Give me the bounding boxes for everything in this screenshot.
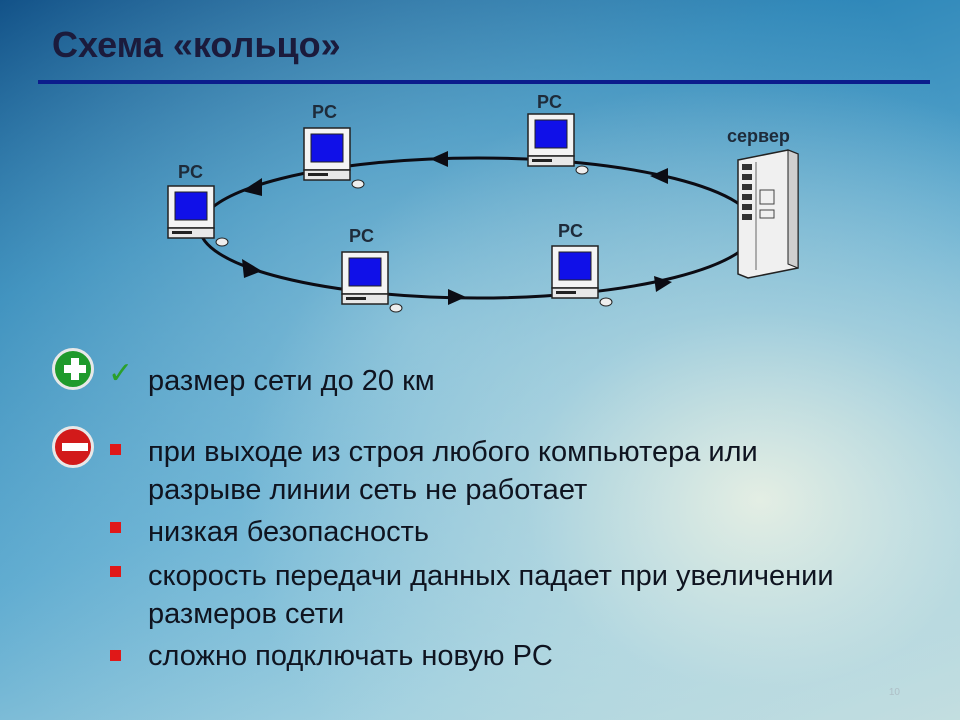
pc-label: PC [312,102,337,122]
page-number: 10 [888,687,900,698]
slide-title: Схема «кольцо» [52,24,341,65]
pc-computer-icon [167,185,229,247]
pro-item: размер сети до 20 км [148,365,435,397]
con-item: сложно подключать новую PC [148,640,553,672]
bullet-marker [110,650,121,661]
con-item: скорость передачи данных падает при увел… [148,560,834,630]
ring-arrow [430,151,448,167]
ring-arrow [654,276,672,292]
con-item: при выходе из строя любого компьютера ил… [148,436,758,506]
bullet-marker [110,522,121,533]
pc-label: PC [178,162,203,182]
ring-arrow [448,289,466,305]
bullet-marker [110,444,121,455]
plus-icon [52,348,94,390]
title-underline [38,80,930,84]
bullet-marker [110,566,121,577]
ring-arrow [242,178,262,196]
pc-label: PC [537,92,562,112]
server-label: сервер [727,126,790,146]
ring-arrow [650,168,668,184]
checkmark-icon: ✓ [108,357,134,390]
ring-arrow [242,259,262,278]
pc-computer-icon [551,245,613,307]
con-item: низкая безопасность [148,516,429,548]
pc-label: PC [558,221,583,241]
ring-topology-diagram: PC PC PC PC PC [167,92,799,313]
pc-computer-icon [527,113,589,175]
server-tower-icon [737,149,799,279]
pc-computer-icon [341,251,403,313]
pc-computer-icon [303,127,365,189]
minus-icon [52,426,94,468]
pc-label: PC [349,226,374,246]
